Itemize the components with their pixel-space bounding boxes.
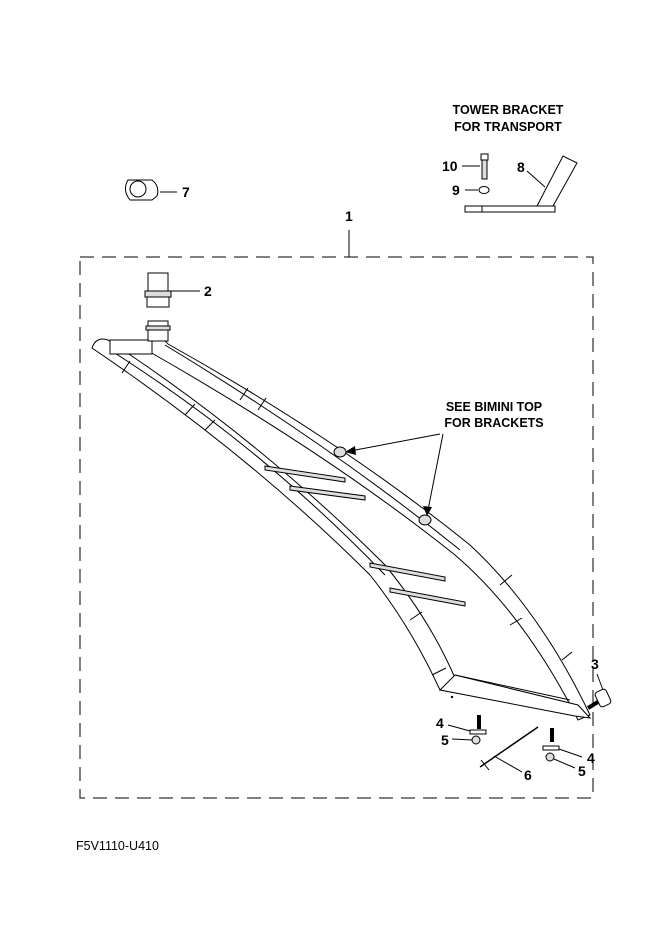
bimini-note-1: SEE BIMINI TOP xyxy=(446,400,542,414)
assembly-boundary xyxy=(79,256,594,799)
part-4-5-left: 4 5 xyxy=(436,715,487,748)
callout-10: 10 xyxy=(442,158,458,174)
bimini-note-2: FOR BRACKETS xyxy=(444,416,543,430)
callout-5b: 5 xyxy=(578,763,586,779)
tower-bracket-caption-1: TOWER BRACKET xyxy=(453,103,564,117)
callout-7: 7 xyxy=(182,184,190,200)
part-8-bracket: 8 xyxy=(464,155,578,213)
callout-4a: 4 xyxy=(436,715,444,731)
part-10-bolt: 10 xyxy=(442,153,489,180)
part-6-pin: 6 xyxy=(479,726,539,783)
callout-3: 3 xyxy=(591,656,599,672)
callout-8: 8 xyxy=(517,159,525,175)
part-9-washer: 9 xyxy=(452,182,490,198)
part-4-5-right: 4 5 xyxy=(542,745,595,779)
drawing-code: F5V1110-U410 xyxy=(76,839,159,853)
callout-5a: 5 xyxy=(441,732,449,748)
callout-6: 6 xyxy=(524,767,532,783)
callout-4b: 4 xyxy=(587,750,595,766)
part-3-knob: 3 xyxy=(586,656,612,710)
callout-2: 2 xyxy=(204,283,212,299)
tower-bracket-caption-2: FOR TRANSPORT xyxy=(454,120,562,134)
part-7-cap: 7 xyxy=(124,179,190,201)
part-2-fitting: 2 xyxy=(144,272,212,308)
tower-frame xyxy=(91,320,592,742)
callout-9: 9 xyxy=(452,182,460,198)
callout-1: 1 xyxy=(345,208,353,224)
